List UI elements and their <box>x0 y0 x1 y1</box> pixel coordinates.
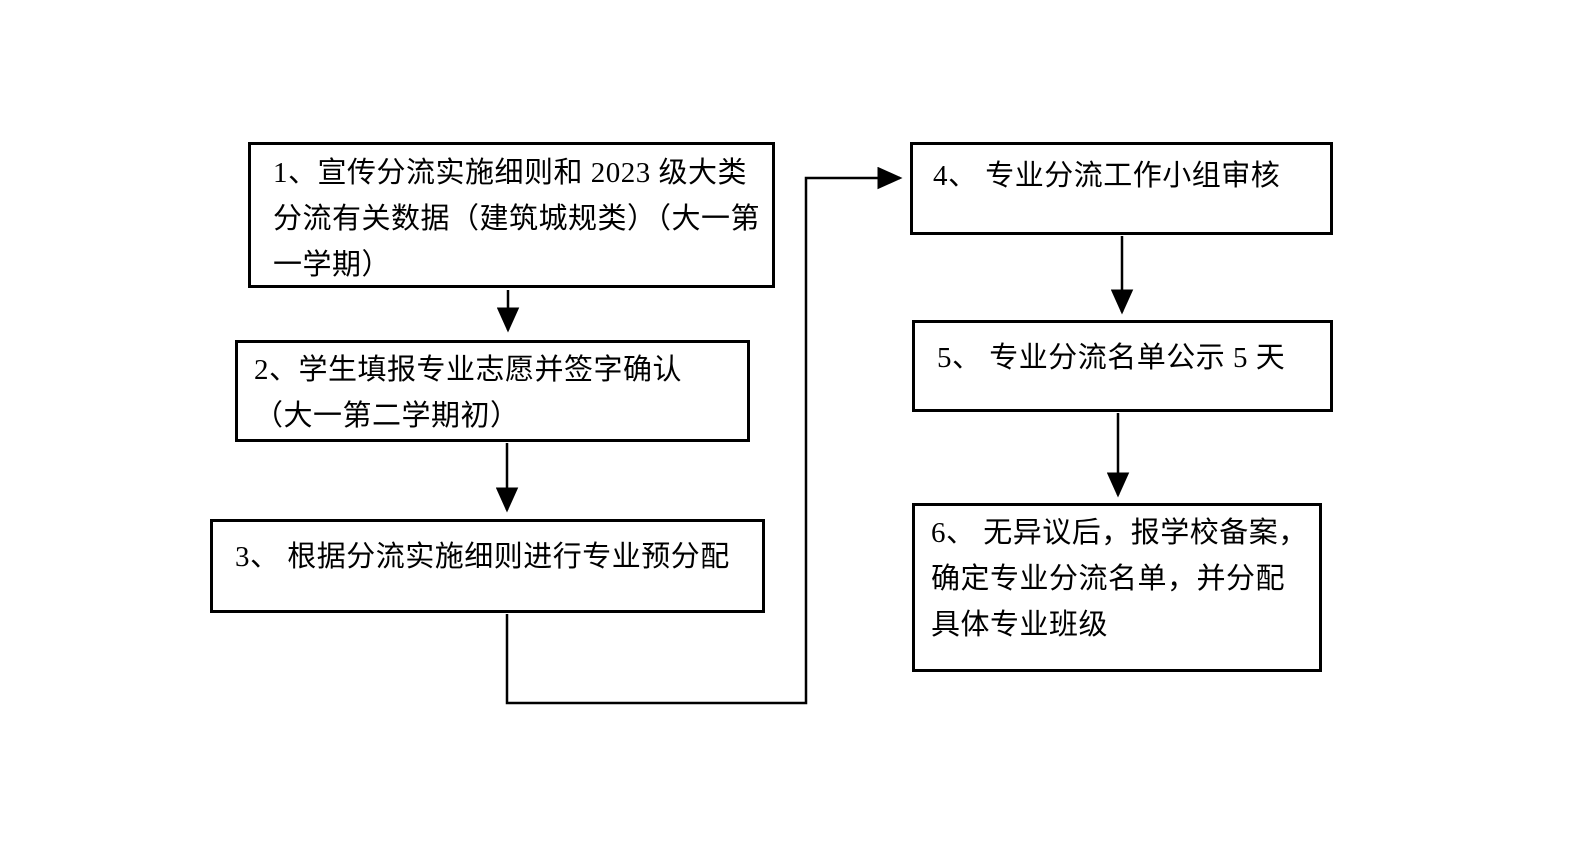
flow-node-step-4: 4、 专业分流工作小组审核 <box>910 142 1333 235</box>
flow-node-step-4-label: 4、 专业分流工作小组审核 <box>933 160 1281 192</box>
flow-node-step-3-label: 3、 根据分流实施细则进行专业预分配 <box>235 541 730 573</box>
flow-node-step-5: 5、 专业分流名单公示 5 天 <box>912 320 1333 412</box>
flow-node-step-6: 6、 无异议后，报学校备案，确定专业分流名单，并分配具体专业班级 <box>912 503 1322 672</box>
flow-node-step-2-label: 2、学生填报专业志愿并签字确认（大一第二学期初） <box>254 354 683 432</box>
edge-step-3-to-step-4 <box>505 166 903 705</box>
flow-node-step-6-label: 6、 无异议后，报学校备案，确定专业分流名单，并分配具体专业班级 <box>931 517 1308 641</box>
flow-node-step-2: 2、学生填报专业志愿并签字确认（大一第二学期初） <box>235 340 750 442</box>
flow-node-step-5-label: 5、 专业分流名单公示 5 天 <box>937 342 1286 374</box>
flow-node-step-1: 1、宣传分流实施细则和 2023 级大类分流有关数据（建筑城规类）（大一第一学期… <box>248 142 775 288</box>
flow-node-step-3: 3、 根据分流实施细则进行专业预分配 <box>210 519 765 613</box>
flow-node-step-1-label: 1、宣传分流实施细则和 2023 级大类分流有关数据（建筑城规类）（大一第一学期… <box>273 157 761 281</box>
